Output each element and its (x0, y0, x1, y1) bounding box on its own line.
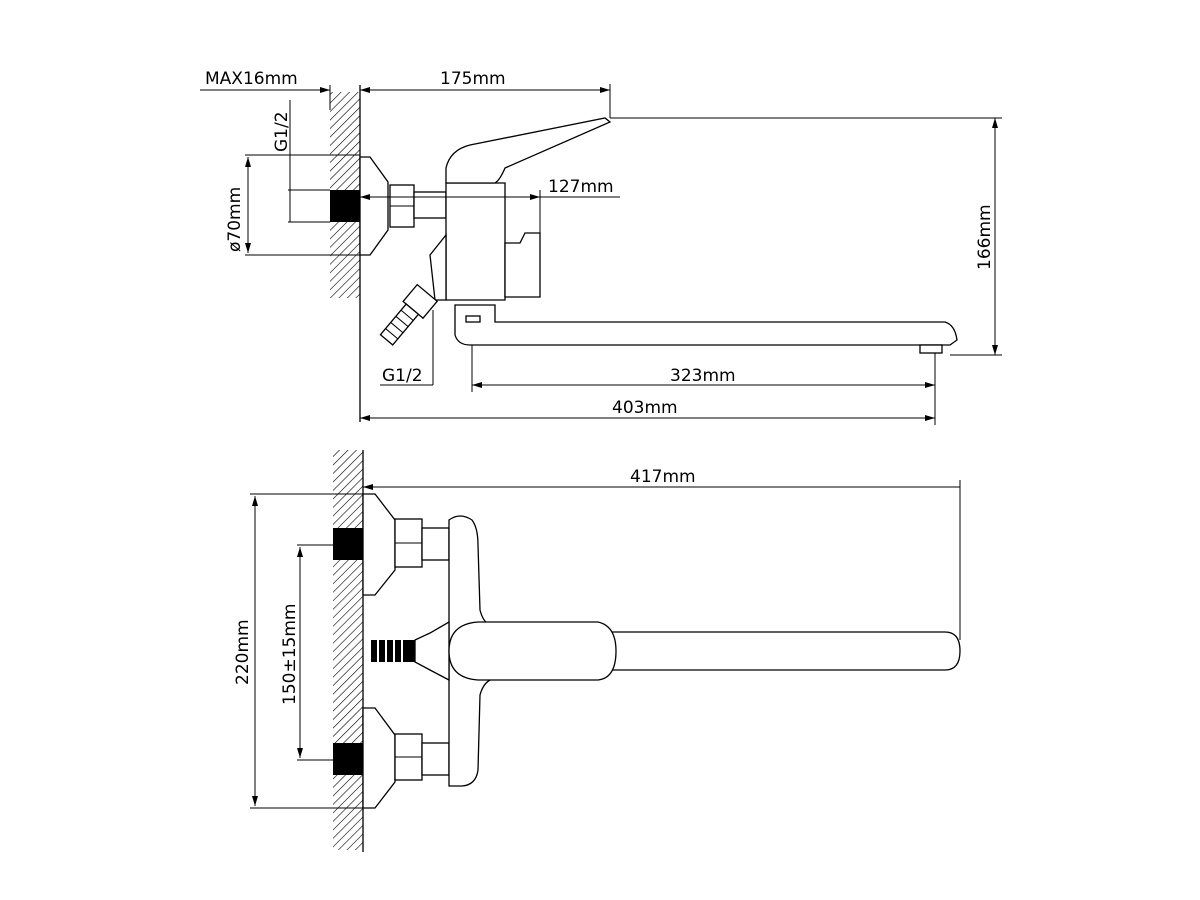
spout (454, 304, 958, 346)
overall-width-label: 220mm (233, 619, 253, 685)
shower-outlet (429, 233, 447, 301)
pipe (413, 191, 447, 219)
thread-bottom-label: G1/2 (382, 366, 423, 386)
body-reach-label: 127mm (548, 177, 614, 197)
lever-handle (445, 117, 612, 184)
total-reach-label: 403mm (612, 398, 678, 418)
top-view: 417mm 220mm 150±15mm (233, 450, 961, 852)
max-offset-label: MAX16mm (205, 69, 298, 89)
total-length-label: 417mm (630, 467, 696, 487)
wall-hatch (333, 450, 363, 850)
flange-diameter-label: ø70mm (225, 187, 245, 252)
spout-length-label: 323mm (670, 366, 736, 386)
flange (359, 156, 389, 256)
flange-bottom (362, 707, 396, 809)
height-label: 166mm (975, 204, 995, 270)
aerator (919, 344, 943, 354)
handle-reach-label: 175mm (440, 69, 506, 89)
diverter-knob (504, 232, 541, 298)
spout (609, 631, 961, 671)
center-distance-label: 150±15mm (280, 604, 300, 705)
flange-top (362, 493, 396, 596)
shower-thread (371, 640, 415, 662)
handle (448, 621, 617, 681)
thread-top-label: G1/2 (272, 111, 292, 152)
side-view: MAX16mm 175mm 166mm 127mm G1/2 ø70mm G1/… (200, 69, 1002, 425)
hose-connector (379, 283, 439, 346)
mixer-body (445, 182, 506, 301)
wall-inlet (330, 190, 360, 222)
